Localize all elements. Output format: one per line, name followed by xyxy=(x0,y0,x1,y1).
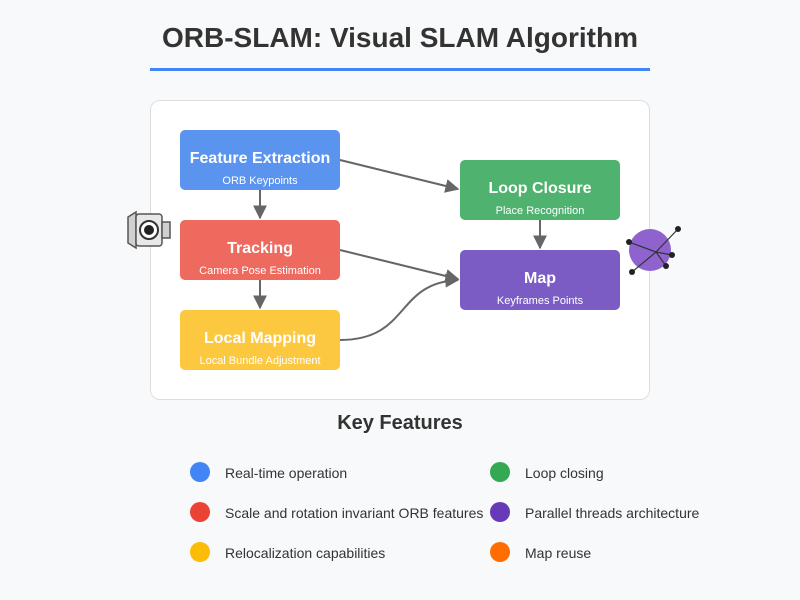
loop-closure-title: Loop Closure xyxy=(488,180,592,197)
tracking-title: Tracking xyxy=(227,240,293,257)
feature-label: Real-time operation xyxy=(225,465,348,481)
feature-label: Map reuse xyxy=(525,545,592,561)
feature-label: Relocalization capabilities xyxy=(225,545,386,561)
feature-label: Loop closing xyxy=(525,465,604,481)
feature-label: Parallel threads architecture xyxy=(525,505,700,521)
key-features-heading: Key Features xyxy=(337,412,463,434)
tracking-subtitle: Camera Pose Estimation xyxy=(199,265,321,277)
map-graph-icon xyxy=(626,226,681,275)
map-subtitle: Keyframes Points xyxy=(496,295,584,307)
tracking-node: Tracking Camera Pose Estimation xyxy=(180,220,340,280)
feature-bullet xyxy=(490,502,510,522)
camera-icon xyxy=(127,210,171,250)
local-mapping-node: Local Mapping Local Bundle Adjustment xyxy=(180,310,340,370)
map-node: Map Keyframes Points xyxy=(460,250,620,310)
loop-closure-subtitle: Place Recognition xyxy=(495,205,585,217)
edge-feature-to-loop-closure xyxy=(339,159,460,193)
feature-extraction-subtitle: ORB Keypoints xyxy=(222,175,298,187)
map-title: Map xyxy=(524,270,556,287)
feature-bullet xyxy=(190,542,210,562)
local-mapping-title: Local Mapping xyxy=(204,330,316,347)
local-mapping-subtitle: Local Bundle Adjustment xyxy=(199,355,321,367)
edge-local-mapping-to-map xyxy=(339,273,460,341)
feature-bullet xyxy=(490,542,510,562)
feature-extraction-title: Feature Extraction xyxy=(189,150,331,167)
page-title: ORB-SLAM: Visual SLAM Algorithm xyxy=(162,22,638,53)
feature-label: Scale and rotation invariant ORB feature… xyxy=(225,505,484,521)
feature-bullet xyxy=(190,502,210,522)
feature-bullet xyxy=(190,462,210,482)
feature-bullet xyxy=(490,462,510,482)
loop-closure-node: Loop Closure Place Recognition xyxy=(460,160,620,220)
edge-tracking-to-map xyxy=(339,249,460,283)
feature-extraction-node: Feature Extraction ORB Keypoints xyxy=(180,130,340,190)
title-underline xyxy=(150,68,650,71)
